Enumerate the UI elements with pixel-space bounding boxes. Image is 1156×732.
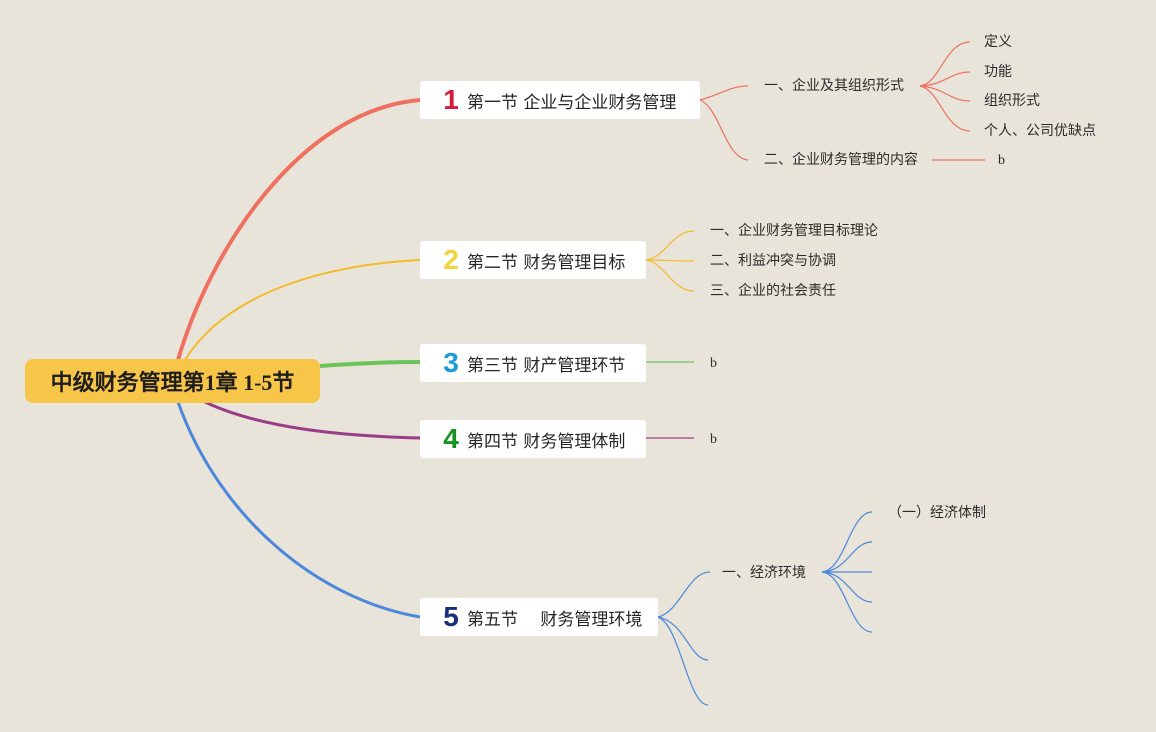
section-number-3: 3 [443,347,459,378]
leaf-1-1-1[interactable]: 定义 [984,34,1012,50]
subtopic-2-3[interactable]: 三、企业的社会责任 [710,283,836,299]
section-number-4: 4 [443,423,459,454]
branch-line-2 [184,259,421,361]
section-title-4: 第四节 财务管理体制 [467,431,626,452]
subtopic-2-2[interactable]: 二、利益冲突与协调 [710,253,836,269]
subtopic-3-1[interactable]: b [710,356,717,371]
branch-line-1 [176,98,421,361]
section-topic-3[interactable]: 3 第三节 财产管理环节 [420,344,646,382]
subtopic-5-1[interactable]: 一、经济环境 [722,565,806,581]
leaf-1-1-2[interactable]: 功能 [984,64,1012,80]
section-number-1: 1 [443,84,459,115]
section-title-2: 第二节 财务管理目标 [467,252,626,273]
section-topic-4[interactable]: 4 第四节 财务管理体制 [420,420,646,458]
root-topic[interactable]: 中级财务管理第1章 1-5节 [25,359,320,403]
leaf-1-1-3[interactable]: 组织形式 [984,93,1040,109]
leaf-1-2-1[interactable]: b [998,153,1005,168]
subtopic-1-1[interactable]: 一、企业及其组织形式 [764,78,904,94]
leaf-5-1-1[interactable]: （一）经济体制 [888,505,986,521]
section-topic-2[interactable]: 2 第二节 财务管理目标 [420,241,646,279]
branch-line-4 [204,400,421,440]
branch-line-3 [319,360,421,368]
section-title-3: 第三节 财产管理环节 [467,355,626,376]
subtopic-1-2[interactable]: 二、企业财务管理的内容 [764,152,918,168]
branch-line-5 [176,401,421,619]
root-topic-label: 中级财务管理第1章 1-5节 [50,370,295,395]
section-number-5: 5 [443,601,459,632]
section-title-1: 第一节 企业与企业财务管理 [467,92,677,113]
leaf-1-1-4[interactable]: 个人、公司优缺点 [984,123,1096,139]
section-topic-5[interactable]: 5 第五节 财务管理环境 [420,598,658,636]
section-number-2: 2 [443,244,459,275]
subtopic-2-1[interactable]: 一、企业财务管理目标理论 [710,223,878,239]
section-title-5: 第五节 财务管理环境 [467,609,643,630]
subtopic-4-1[interactable]: b [710,432,717,447]
section-topic-1[interactable]: 1 第一节 企业与企业财务管理 [420,81,700,119]
